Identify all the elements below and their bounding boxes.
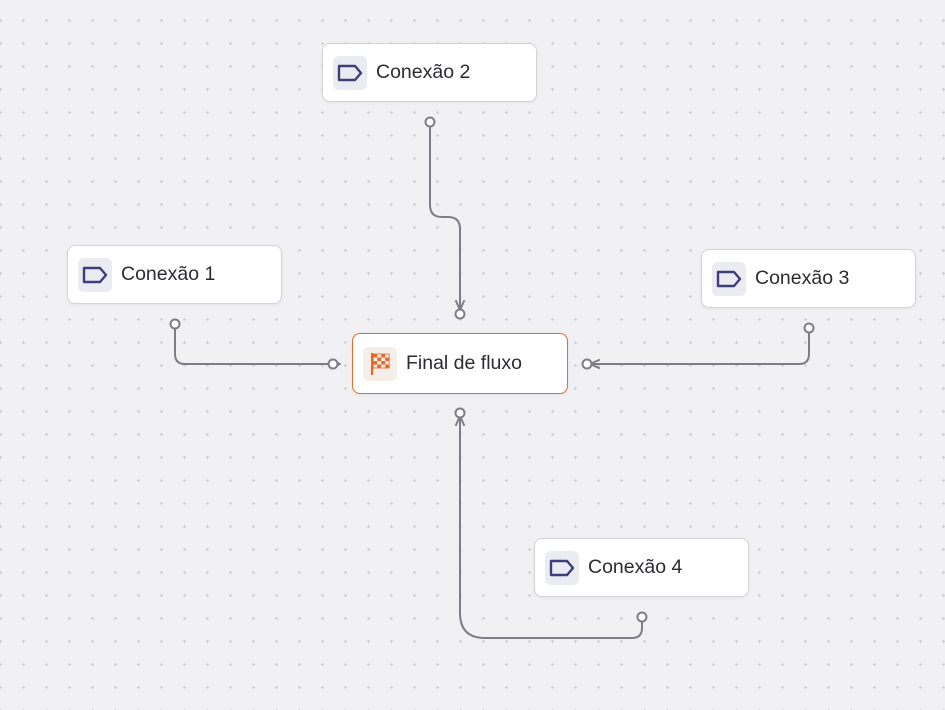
- edge-conexao-1-to-final[interactable]: [174, 324, 340, 364]
- edge-conexao-3-to-final[interactable]: [590, 328, 810, 364]
- node-label: Conexão 3: [755, 267, 850, 289]
- node-label: Conexão 2: [376, 61, 471, 83]
- tag-icon: [712, 261, 746, 296]
- target-handle-top[interactable]: [454, 308, 466, 320]
- tag-icon: [333, 55, 367, 90]
- node-label: Conexão 4: [588, 556, 683, 578]
- target-handle-left[interactable]: [327, 358, 339, 370]
- source-handle-conexao-2[interactable]: [424, 116, 436, 128]
- source-handle-conexao-3[interactable]: [803, 322, 815, 334]
- edge-conexao-2-to-final[interactable]: [429, 122, 460, 310]
- node-final-de-fluxo[interactable]: Final de fluxo: [352, 333, 568, 394]
- tag-icon: [545, 550, 579, 585]
- node-conexao-4[interactable]: Conexão 4: [534, 538, 749, 597]
- tag-icon: [78, 257, 112, 292]
- source-handle-conexao-1[interactable]: [169, 318, 181, 330]
- node-conexao-2[interactable]: Conexão 2: [322, 43, 537, 102]
- source-handle-conexao-4[interactable]: [636, 611, 648, 623]
- node-label: Conexão 1: [121, 263, 216, 285]
- edge-conexao-4-to-final[interactable]: [460, 416, 643, 639]
- target-handle-bottom[interactable]: [454, 407, 466, 419]
- node-conexao-3[interactable]: Conexão 3: [701, 249, 916, 308]
- node-conexao-1[interactable]: Conexão 1: [67, 245, 282, 304]
- target-handle-right[interactable]: [581, 358, 593, 370]
- node-label: Final de fluxo: [406, 352, 522, 374]
- checkered-flag-icon: [363, 346, 397, 381]
